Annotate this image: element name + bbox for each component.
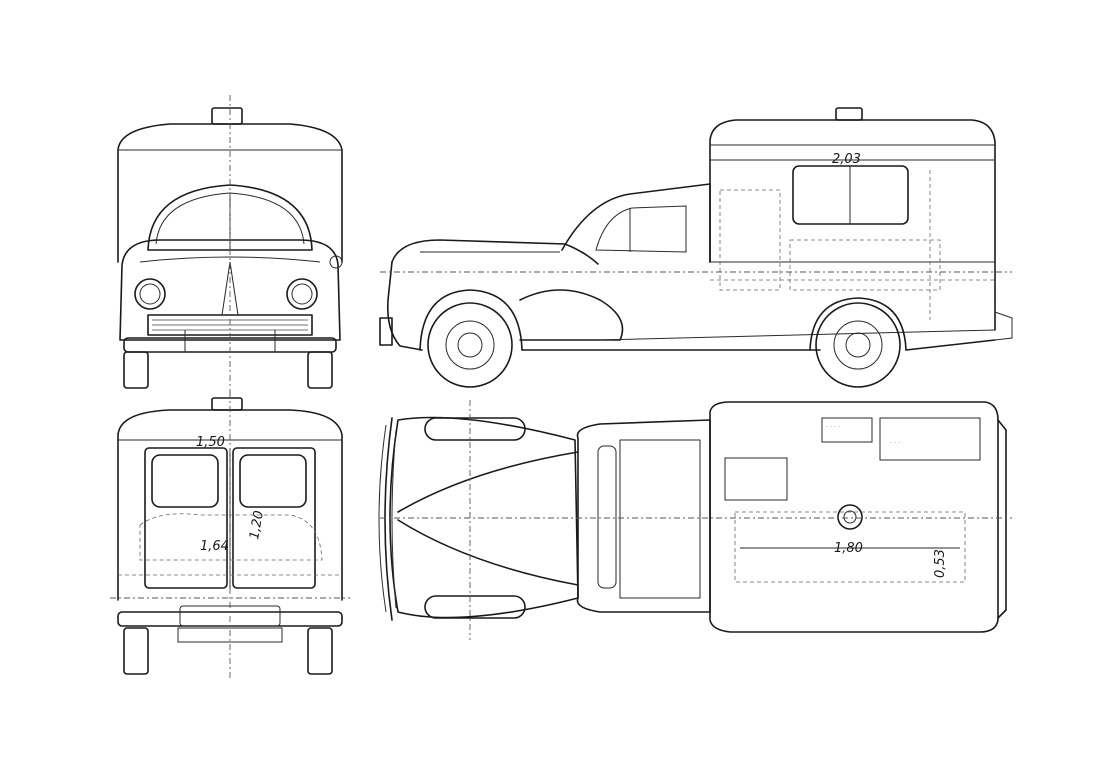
side-view: 2,03 [379, 107, 1013, 388]
rear-view: 1,50 1,64 1,20 [110, 392, 350, 680]
dim-rear-floor: 1,64 [200, 539, 229, 554]
front-view [117, 95, 343, 395]
svg-text:· · ·: · · · [890, 440, 900, 446]
dim-top-height: 0,53 [933, 549, 948, 578]
svg-text:· · · ·: · · · · [826, 424, 840, 430]
dim-roof-length: 2,03 [832, 152, 861, 167]
dim-top-floor: 1,80 [834, 541, 863, 556]
dim-rear-height: 1,20 [247, 510, 267, 541]
dim-rear-width: 1,50 [196, 435, 225, 450]
top-view: · · · · · · · 1,80 0,53 [378, 400, 1012, 640]
